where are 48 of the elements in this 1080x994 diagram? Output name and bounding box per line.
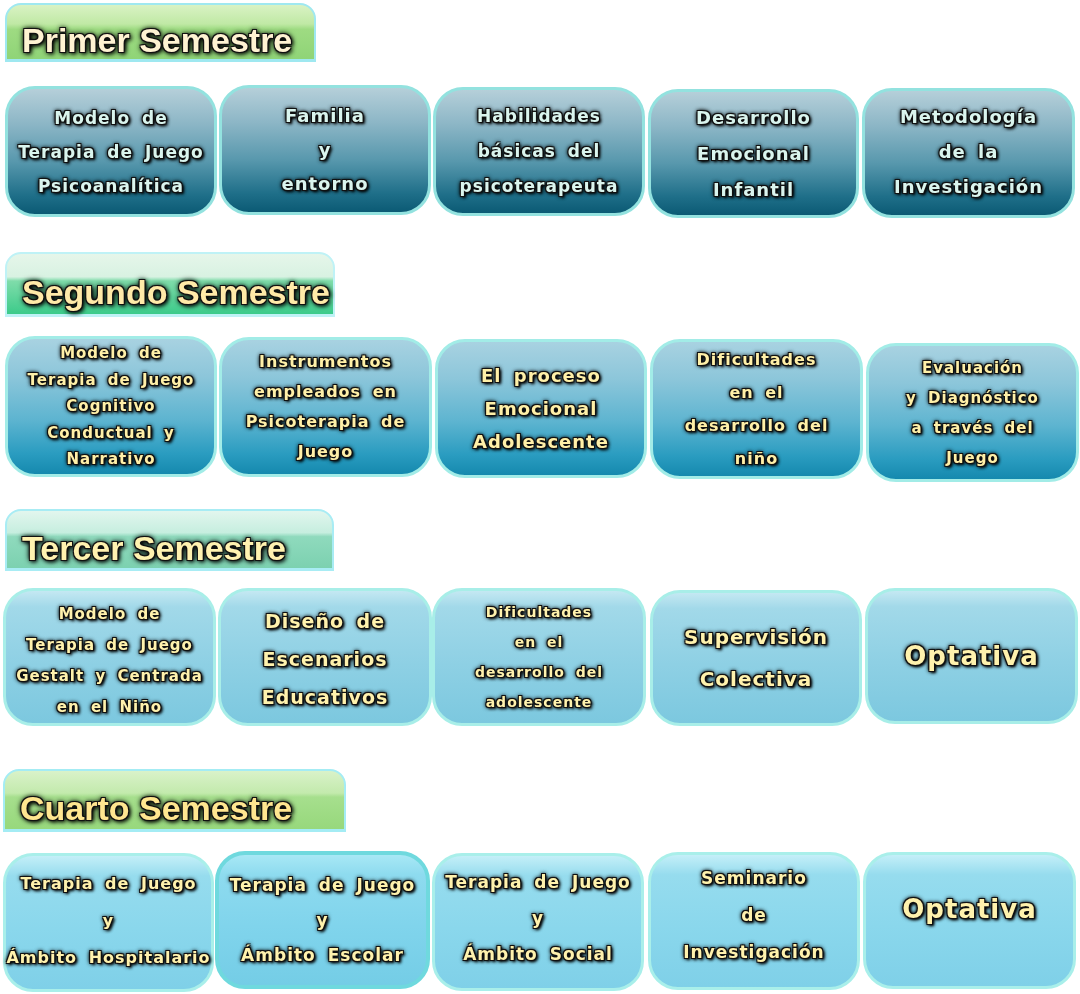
course-box xyxy=(648,89,859,218)
semester-title: Tercer Semestre xyxy=(22,528,286,567)
semester-title: Segundo Semestre xyxy=(22,273,330,311)
course-box xyxy=(432,853,644,991)
course-box xyxy=(3,588,216,726)
course-name: Terapia de Juego y Ámbito Hospitalario xyxy=(6,873,211,969)
course-box xyxy=(215,851,430,989)
course-name: Modelo de Terapia de Juego Cognitivo Conductual y Narrativo xyxy=(27,343,195,471)
course-box xyxy=(5,336,217,477)
course-name: Optativa xyxy=(904,640,1039,673)
course-name: Metodología de la Investigación xyxy=(894,104,1043,199)
semester-banner xyxy=(5,509,334,571)
course-name: Evaluación y Diagnóstico a través del Juego xyxy=(906,357,1039,469)
course-name: Familia y entorno xyxy=(281,104,369,196)
course-name: Dificultades en el desarrollo del niño xyxy=(684,349,829,470)
course-box xyxy=(219,85,431,215)
semester-banner xyxy=(5,3,316,62)
course-name: Terapia de Juego y Ámbito Social xyxy=(445,871,631,966)
semester-title: Primer Semestre xyxy=(22,21,293,59)
course-box xyxy=(650,339,863,479)
course-box xyxy=(863,852,1076,989)
course-box xyxy=(650,590,862,726)
course-name: El proceso Emocional Adolescente xyxy=(473,364,609,454)
course-name: Modelo de Terapia de Juego Psicoanalítica xyxy=(18,106,204,198)
course-name: Desarrollo Emocional Infantil xyxy=(696,105,811,202)
course-box xyxy=(433,87,645,216)
course-name: Modelo de Terapia de Juego Gestalt y Centrada en el Niño xyxy=(16,604,203,718)
course-box xyxy=(432,588,646,726)
course-box xyxy=(862,88,1075,218)
semester-banner xyxy=(3,769,346,832)
course-name: Terapia de Juego y Ámbito Escolar xyxy=(229,873,416,967)
course-name: Seminario de Investigación xyxy=(683,866,825,964)
course-name: Supervisión Colectiva xyxy=(684,624,828,693)
course-box xyxy=(218,588,432,726)
course-name: Dificultades en el desarrollo del adolescente xyxy=(474,603,604,712)
course-name: Optativa xyxy=(902,892,1037,926)
course-box xyxy=(5,86,217,217)
course-name: Instrumentos empleados en Psicoterapia de Juego xyxy=(245,351,406,463)
course-box xyxy=(866,343,1079,482)
course-box xyxy=(865,588,1078,724)
semester-banner xyxy=(5,252,335,317)
course-box xyxy=(3,853,214,992)
course-name: Diseño de Escenarios Educativos xyxy=(261,609,389,710)
course-box xyxy=(219,337,432,477)
course-box xyxy=(648,852,860,990)
course-name: Habilidades básicas del psicoterapeuta xyxy=(459,105,619,198)
course-box xyxy=(435,339,647,478)
semester-title: Cuarto Semestre xyxy=(20,789,293,827)
